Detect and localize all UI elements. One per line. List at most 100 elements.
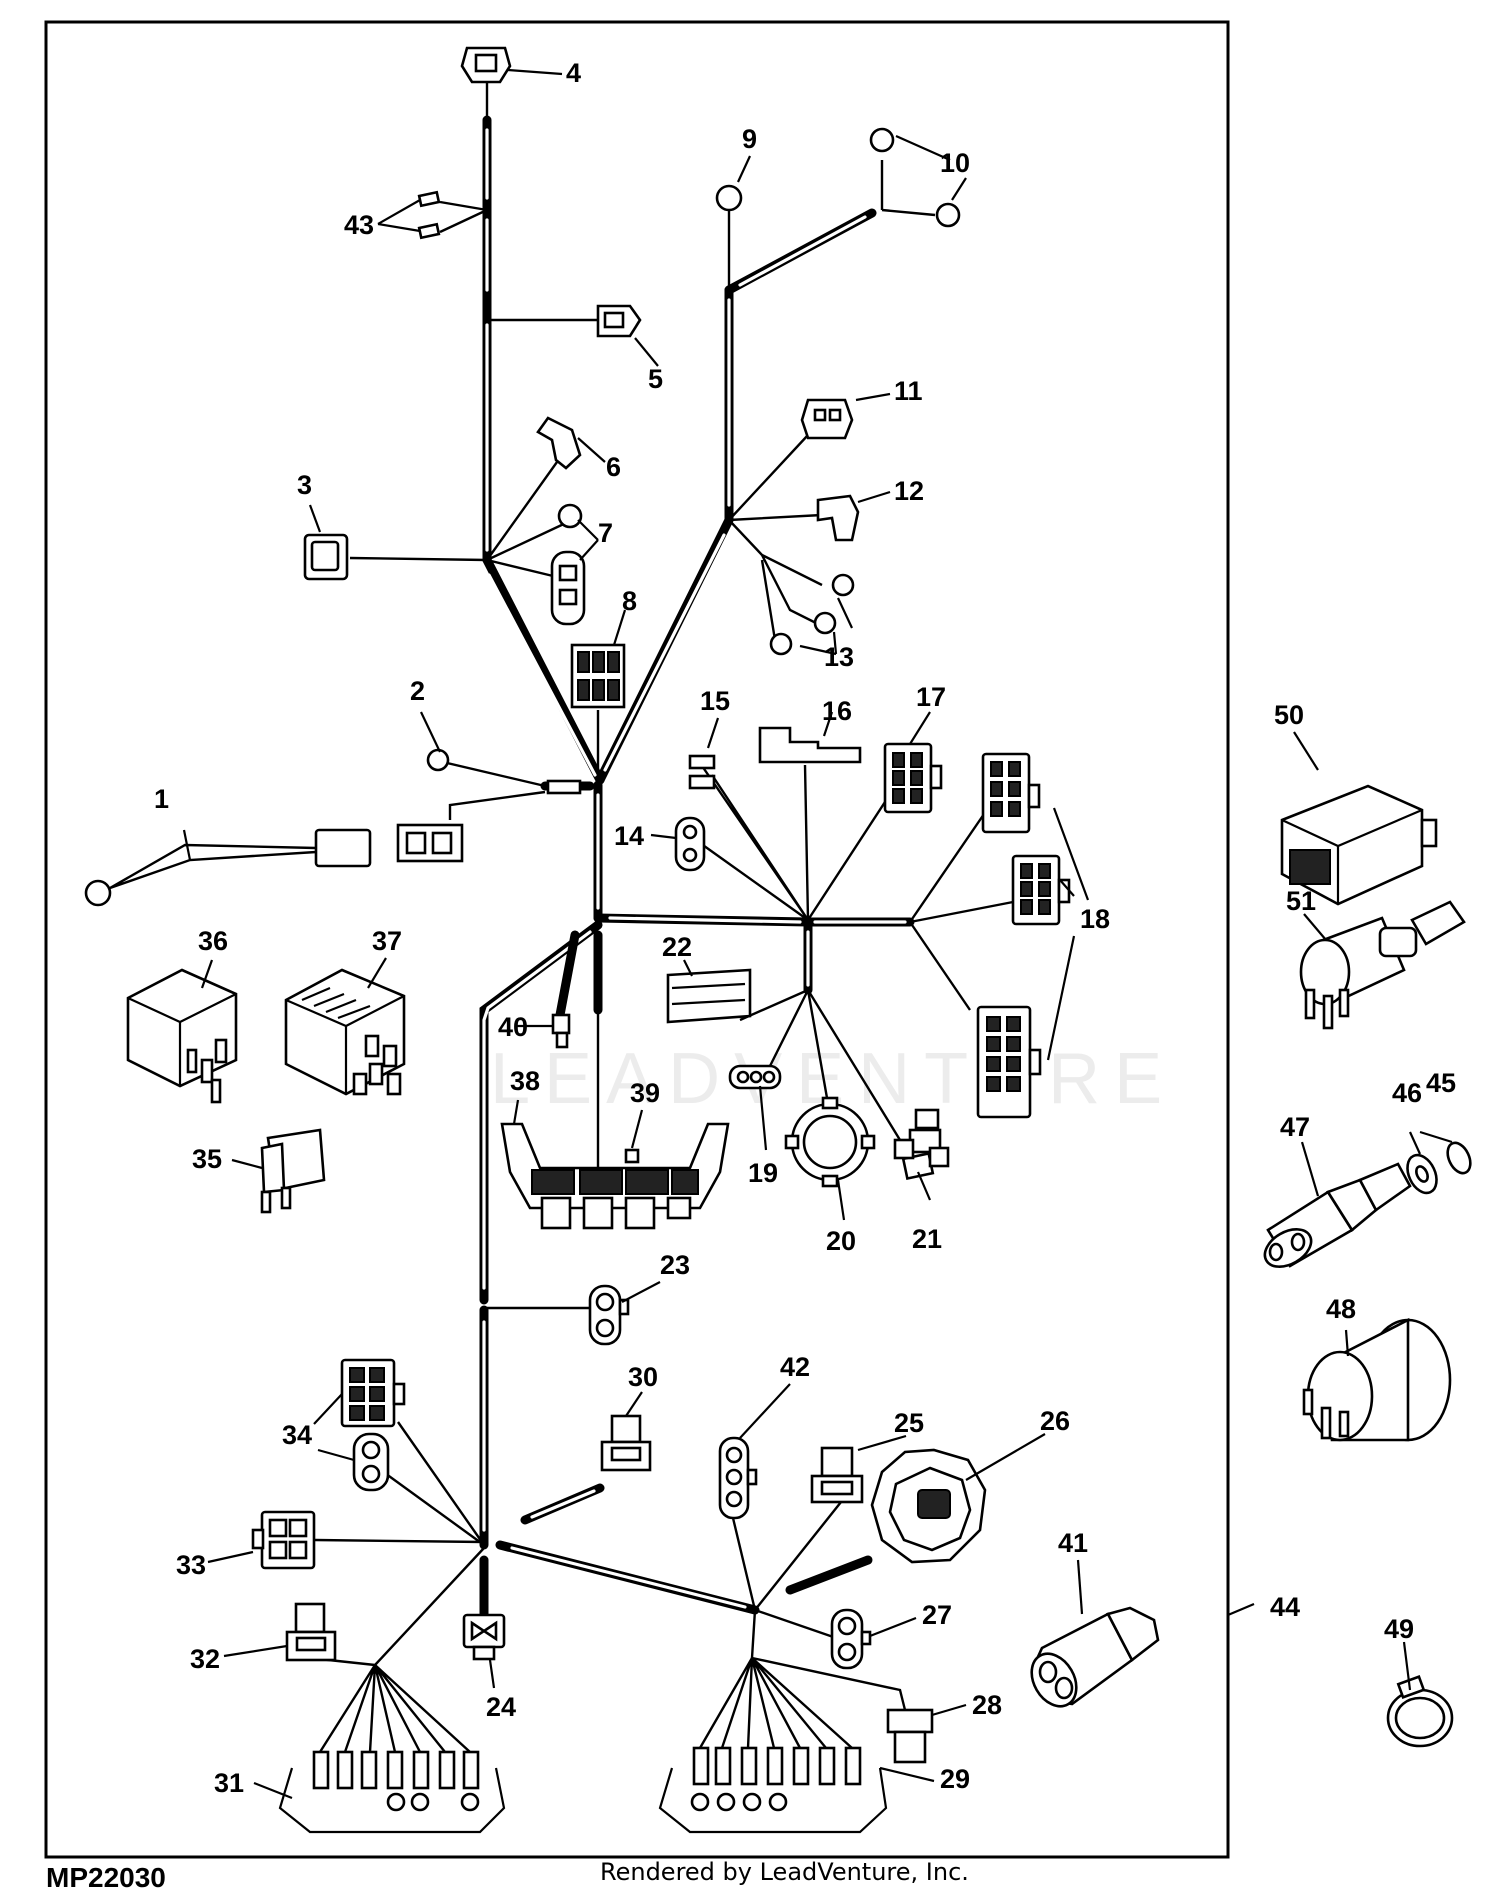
callout-47: 47 xyxy=(1280,1112,1310,1142)
render-credit: Rendered by LeadVenture, Inc. xyxy=(600,1858,969,1886)
callout-9: 9 xyxy=(742,124,757,154)
component-11-connector xyxy=(800,398,854,440)
component-30-connector xyxy=(600,1414,652,1472)
callout-48: 48 xyxy=(1326,1294,1356,1324)
component-42-connector xyxy=(718,1436,758,1520)
callout-35: 35 xyxy=(192,1144,222,1174)
callout-22: 22 xyxy=(662,932,692,962)
component-1-ring-terminal xyxy=(84,823,464,907)
callout-44: 44 xyxy=(1270,1592,1300,1622)
component-36-relay xyxy=(126,968,238,1104)
callout-2: 2 xyxy=(410,676,425,706)
component-47-temperature-sender xyxy=(1263,1162,1412,1268)
main-harness xyxy=(479,115,915,1620)
callout-36: 36 xyxy=(198,926,228,956)
callout-20: 20 xyxy=(826,1226,856,1256)
callout-14: 14 xyxy=(614,821,644,851)
callout-50: 50 xyxy=(1274,700,1304,730)
component-43-terminals xyxy=(417,190,441,240)
component-19-connector xyxy=(728,1064,782,1090)
callout-7: 7 xyxy=(598,518,613,548)
callout-42: 42 xyxy=(780,1352,810,1382)
callout-34: 34 xyxy=(282,1420,312,1450)
callout-46: 46 xyxy=(1392,1078,1422,1108)
component-7-terminals xyxy=(550,503,586,626)
component-45-o-ring xyxy=(1446,1141,1472,1175)
callout-21: 21 xyxy=(912,1224,942,1254)
component-18-connectors xyxy=(976,752,1071,1119)
component-35-fuse-holder xyxy=(260,1128,326,1214)
component-17-connector xyxy=(883,742,943,814)
callout-16: 16 xyxy=(822,696,852,726)
component-41-sensor xyxy=(1030,1606,1160,1708)
drawing-id: MP22030 xyxy=(46,1862,166,1893)
callout-45: 45 xyxy=(1426,1068,1456,1098)
component-29-fuse-block xyxy=(658,1746,888,1834)
callout-1: 1 xyxy=(154,784,169,814)
component-21-connectors xyxy=(893,1108,950,1181)
leader-lines xyxy=(182,68,1453,1800)
thin-wires xyxy=(109,70,1014,1753)
component-49-hose-clamp xyxy=(1386,1674,1454,1748)
component-37-relay xyxy=(284,968,406,1096)
component-33-connector xyxy=(251,1510,316,1570)
callout-28: 28 xyxy=(972,1690,1002,1720)
callout-27: 27 xyxy=(922,1600,952,1630)
callout-38: 38 xyxy=(510,1066,540,1096)
component-15-connectors xyxy=(688,754,716,790)
callout-11: 11 xyxy=(894,376,923,406)
callout-40: 40 xyxy=(498,1012,528,1042)
component-39-fuse xyxy=(624,1148,640,1164)
callout-31: 31 xyxy=(214,1768,244,1798)
component-14-connector xyxy=(674,816,706,872)
component-2-ring-terminal xyxy=(426,748,582,795)
component-6-elbow-connector xyxy=(536,416,582,470)
callout-25: 25 xyxy=(894,1408,924,1438)
callout-3: 3 xyxy=(297,470,312,500)
callout-12: 12 xyxy=(894,476,924,506)
component-4-connector xyxy=(460,46,512,84)
callout-10: 10 xyxy=(940,148,970,178)
callout-26: 26 xyxy=(1040,1406,1070,1436)
component-34-connectors xyxy=(340,1358,406,1492)
component-26-round-connector xyxy=(870,1448,987,1564)
component-5-connector xyxy=(596,304,642,338)
callout-24: 24 xyxy=(486,1692,516,1722)
component-32-connector xyxy=(285,1602,337,1662)
component-16-module xyxy=(758,726,862,764)
callout-labels: 1 2 3 4 5 6 7 8 9 10 11 12 13 14 15 16 1… xyxy=(154,58,1456,1798)
callout-33: 33 xyxy=(176,1550,206,1580)
component-3-switch xyxy=(303,533,349,581)
callout-13: 13 xyxy=(824,642,854,672)
component-12-elbow-connector xyxy=(816,494,860,542)
component-10-ring-terminals xyxy=(869,127,961,228)
callout-29: 29 xyxy=(940,1764,970,1794)
callout-43: 43 xyxy=(344,210,374,240)
callout-8: 8 xyxy=(622,586,637,616)
callout-19: 19 xyxy=(748,1158,778,1188)
component-51-key-switch xyxy=(1299,900,1466,1030)
component-28-connector xyxy=(886,1708,934,1764)
component-20-round-connector xyxy=(784,1096,876,1188)
component-23-connector xyxy=(588,1284,630,1346)
component-13-ring-terminals xyxy=(769,573,855,656)
callout-23: 23 xyxy=(660,1250,690,1280)
component-50-relay xyxy=(1280,784,1438,906)
callout-49: 49 xyxy=(1384,1614,1414,1644)
component-8-connector-block xyxy=(570,643,626,709)
component-25-connector xyxy=(810,1446,864,1504)
callout-5: 5 xyxy=(648,364,663,394)
component-40-connector xyxy=(551,1013,571,1049)
component-31-fuse-block xyxy=(278,1750,506,1834)
callout-32: 32 xyxy=(190,1644,220,1674)
component-46-washer xyxy=(1406,1153,1438,1195)
component-9-ring-terminal xyxy=(715,184,743,212)
callout-4: 4 xyxy=(566,58,581,88)
callout-37: 37 xyxy=(372,926,402,956)
callout-39: 39 xyxy=(630,1078,660,1108)
callout-15: 15 xyxy=(700,686,730,716)
callout-30: 30 xyxy=(628,1362,658,1392)
callout-6: 6 xyxy=(606,452,621,482)
component-24-connector xyxy=(462,1613,506,1661)
